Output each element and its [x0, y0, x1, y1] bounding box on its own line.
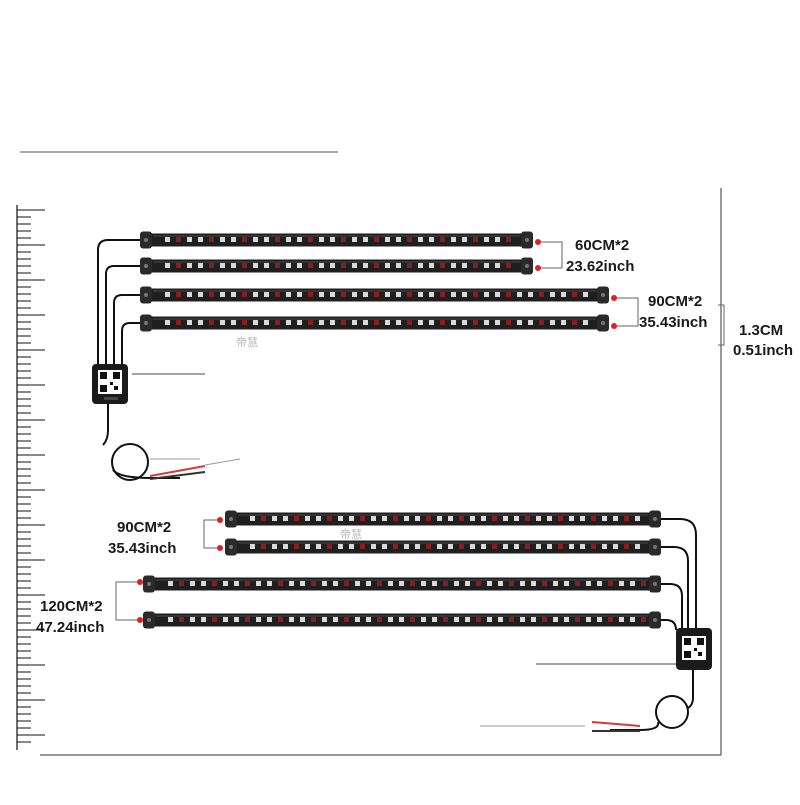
set2-strip-1	[225, 510, 661, 528]
set2-strip-2	[225, 538, 661, 556]
watermark-bottom: 帝慧	[340, 528, 362, 541]
set1-controller	[92, 364, 128, 404]
set2-controller	[676, 628, 712, 670]
width-cm-label: 1.3CM	[739, 322, 784, 339]
set2-long-length-label: 120CM*2	[40, 598, 103, 615]
set1-wires	[97, 239, 180, 481]
set2-short-length-label: 90CM*2	[117, 519, 172, 536]
dimension-brackets	[115, 241, 725, 621]
set1-long-inch-label: 35.43inch	[639, 314, 708, 331]
watermark-top: 帝慧	[236, 336, 258, 349]
set1-short-length-label: 60CM*2	[575, 237, 630, 254]
led-strips	[140, 231, 661, 629]
set2-strip-3	[143, 575, 661, 593]
set1-strip-1	[140, 231, 533, 249]
set1-long-length-label: 90CM*2	[648, 293, 703, 310]
set2-strip-4	[143, 611, 661, 629]
set2-wires	[610, 518, 697, 731]
set1-power-leads	[149, 458, 241, 480]
set1-strip-4	[140, 314, 609, 332]
marker-dots	[137, 239, 617, 623]
set1-short-inch-label: 23.62inch	[566, 258, 635, 275]
measurement-ruler	[16, 205, 45, 750]
set1-strip-2	[140, 257, 533, 275]
width-inch-label: 0.51inch	[733, 342, 794, 359]
set2-long-inch-label: 47.24inch	[36, 619, 105, 636]
set2-power-leads	[480, 721, 641, 732]
set1-strip-3	[140, 286, 609, 304]
set2-short-inch-label: 35.43inch	[108, 540, 177, 557]
